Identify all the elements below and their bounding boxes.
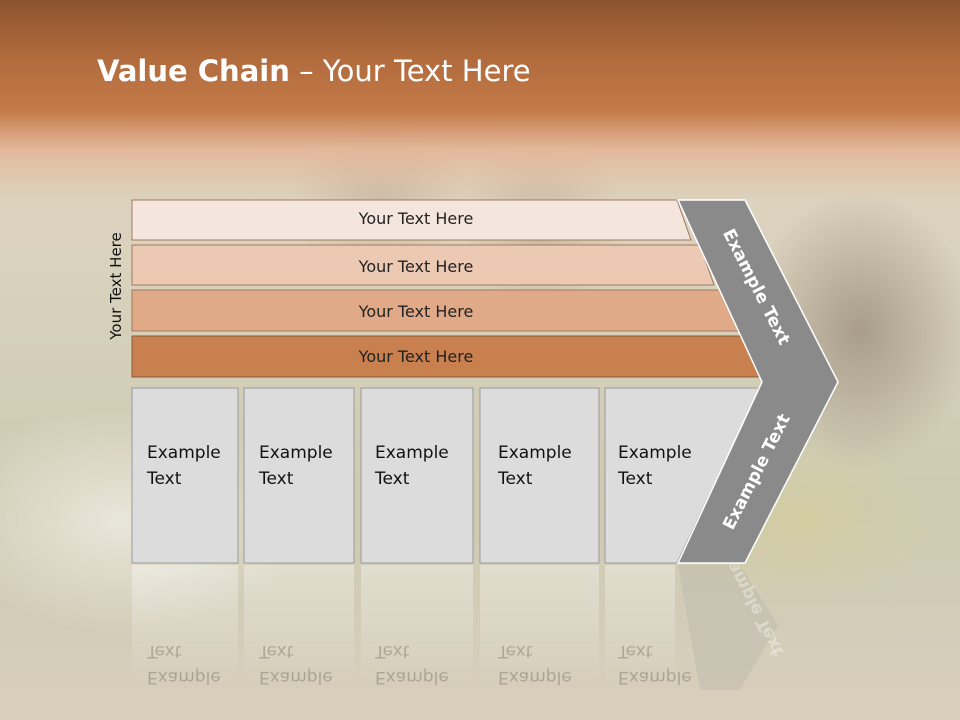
bar-2-label: Your Text Here	[358, 257, 474, 276]
bar-4-label: Your Text Here	[358, 347, 474, 366]
activity-box-2	[243, 387, 355, 564]
reflection-text: Text	[617, 641, 653, 661]
bar-1	[131, 199, 692, 241]
activity-box-1-line1: Example	[147, 443, 221, 463]
reflection-text: Example	[498, 667, 572, 687]
activity-box-4-line2: Text	[497, 469, 533, 489]
box-reflection	[605, 565, 675, 685]
bar-1-label: Your Text Here	[358, 209, 474, 228]
activity-box-3-line2: Text	[374, 469, 410, 489]
reflection-text: Text	[146, 641, 182, 661]
activity-box-4-line1: Example	[498, 443, 572, 463]
title-rest: – Your Text Here	[289, 54, 531, 88]
activity-box-5-line2: Text	[617, 469, 653, 489]
reflection-text: Text	[374, 641, 410, 661]
activity-box-5-line1: Example	[618, 443, 692, 463]
reflection-text: Example	[375, 667, 449, 687]
reflection-text: Text	[258, 641, 294, 661]
bar-2	[131, 244, 715, 286]
reflection-text: Text	[497, 641, 533, 661]
activity-box-1	[131, 387, 239, 564]
reflection-text: Example	[147, 667, 221, 687]
activity-box-3	[360, 387, 474, 564]
box-reflection	[361, 565, 473, 685]
arrow-reflection	[678, 565, 778, 690]
reflection-text: Example	[618, 667, 692, 687]
activity-box-1-line2: Text	[146, 469, 182, 489]
header-band	[0, 0, 960, 200]
box-reflection	[132, 565, 238, 685]
activity-box-2-line2: Text	[258, 469, 294, 489]
margin-chevron-arrow	[676, 199, 839, 564]
title-bold: Value Chain	[97, 54, 290, 88]
box-reflection	[480, 565, 599, 685]
slide-title: Value Chain – Your Text Here	[97, 54, 531, 88]
reflection-text: Example	[259, 667, 333, 687]
box-reflection	[244, 565, 354, 685]
activity-box-2-line1: Example	[259, 443, 333, 463]
bar-3-label: Your Text Here	[358, 302, 474, 321]
activity-box-4	[479, 387, 600, 564]
activity-box-5	[604, 387, 761, 564]
activity-box-3-line1: Example	[375, 443, 449, 463]
